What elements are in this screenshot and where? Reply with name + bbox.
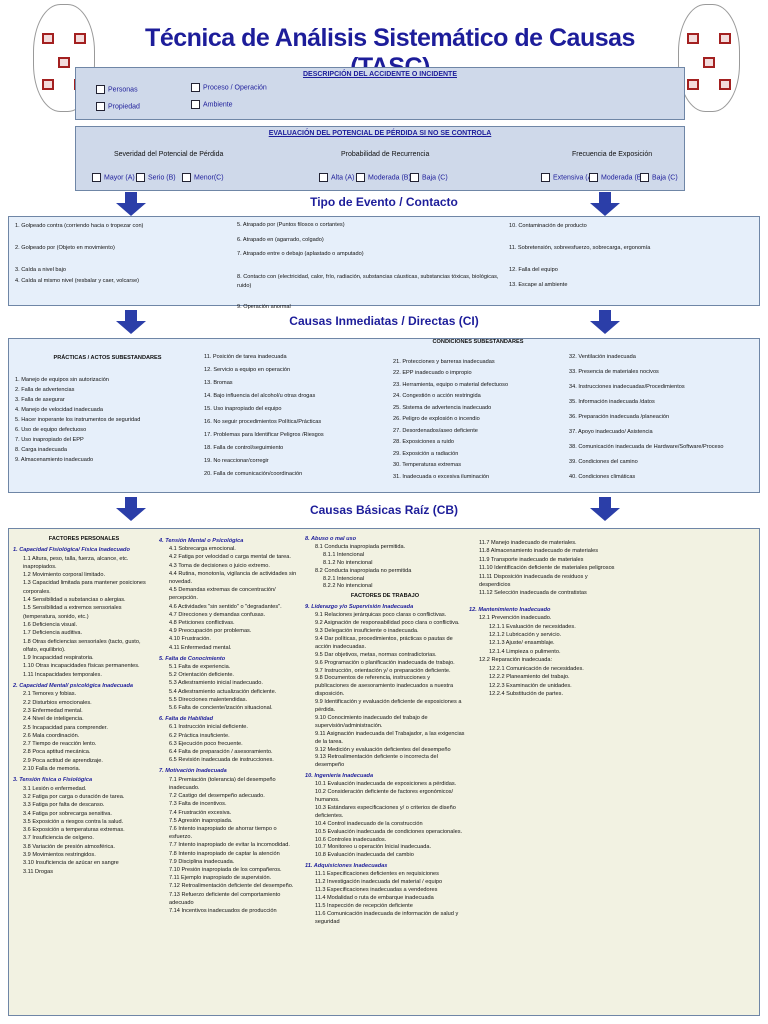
incident-description-panel: DESCRIPCIÓN DEL ACCIDENTE O INCIDENTE Pe… [75, 67, 685, 120]
ci-practices-column-2: 11. Posición de tarea inadecuada 12. Ser… [204, 354, 324, 477]
events-column-1: 1. Golpeado contra (corriendo hacia o tr… [15, 223, 144, 284]
checkbox-square-icon[interactable] [96, 102, 105, 111]
ci-practices-column: PRÁCTICAS / ACTOS SUBESTANDARES 1. Manej… [15, 355, 162, 463]
checkbox-alta[interactable]: Alta (A) [319, 173, 354, 182]
events-column-2: 5. Atrapado por (Puntos filosos o cortan… [237, 222, 499, 310]
down-arrow-icon [590, 192, 620, 216]
checkbox-square-icon[interactable] [356, 173, 365, 182]
immediate-causes-panel: PRÁCTICAS / ACTOS SUBESTANDARES 1. Manej… [8, 338, 760, 493]
checkbox-proceso[interactable]: Proceso / Operación [191, 83, 267, 92]
cb-column-3: 8. Abuso o mal uso 8.1 Conducta inapropi… [305, 536, 465, 925]
checkbox-square-icon[interactable] [410, 173, 419, 182]
basic-causes-panel: FACTORES PERSONALES 1. Capacidad Fisioló… [8, 528, 760, 1016]
down-arrow-icon [116, 497, 146, 521]
checkbox-square-icon[interactable] [191, 100, 200, 109]
section-event-type: Tipo de Evento / Contacto [310, 195, 458, 209]
checkbox-square-icon[interactable] [92, 173, 101, 182]
evaluation-title: EVALUACIÓN DEL POTENCIAL DE PÉRDIDA SI N… [268, 130, 492, 137]
checkbox-extensiva[interactable]: Extensiva (A) [541, 173, 595, 182]
checkbox-propiedad[interactable]: Propiedad [96, 102, 140, 111]
loss-potential-panel: EVALUACIÓN DEL POTENCIAL DE PÉRDIDA SI N… [75, 126, 685, 191]
checkbox-square-icon[interactable] [541, 173, 550, 182]
down-arrow-icon [590, 497, 620, 521]
checkbox-square-icon[interactable] [96, 85, 105, 94]
probability-label: Probabilidad de Recurrencia [341, 151, 430, 158]
down-arrow-icon [116, 310, 146, 334]
frequency-label: Frecuencia de Exposición [572, 151, 653, 158]
checkbox-baja-prob[interactable]: Baja (C) [410, 173, 448, 182]
checkbox-square-icon[interactable] [640, 173, 649, 182]
checkbox-personas[interactable]: Personas [96, 85, 138, 94]
tasc-logo-right [678, 4, 740, 112]
down-arrow-icon [590, 310, 620, 334]
checkbox-square-icon[interactable] [191, 83, 200, 92]
cb-column-4: 11.7 Manejo inadecuado de materiales. 11… [469, 540, 615, 697]
checkbox-moderada-freq[interactable]: Moderada (B) [589, 173, 644, 182]
ci-conditions-column-2: 32. Ventilación inadecuada 33. Presencia… [569, 354, 724, 480]
cb-column-2: 4. Tensión Mental o Psicológica 4.1 Sobr… [159, 538, 297, 914]
section-basic-causes: Causas Básicas Raíz (CB) [309, 503, 459, 517]
checkbox-baja-freq[interactable]: Baja (C) [640, 173, 678, 182]
checkbox-menor[interactable]: Menor(C) [182, 173, 224, 182]
checkbox-serio[interactable]: Serio (B) [136, 173, 176, 182]
checkbox-ambiente[interactable]: Ambiente [191, 100, 233, 109]
checkbox-square-icon[interactable] [182, 173, 191, 182]
section-immediate-causes: Causas Inmediatas / Directas (CI) [289, 314, 479, 328]
checkbox-moderada-prob[interactable]: Moderada (B) [356, 173, 411, 182]
event-type-panel: 1. Golpeado contra (corriendo hacia o tr… [8, 216, 760, 310]
events-column-3: 10. Contaminación de producto 11. Sobret… [509, 223, 651, 288]
severity-label: Severidad del Potencial de Pérdida [114, 151, 224, 158]
ci-conditions-column: CONDICIONES SUBESTANDARES 21. Proteccion… [393, 339, 524, 480]
checkbox-mayor[interactable]: Mayor (A) [92, 173, 135, 182]
checkbox-square-icon[interactable] [136, 173, 145, 182]
checkbox-square-icon[interactable] [589, 173, 598, 182]
cb-column-1: FACTORES PERSONALES 1. Capacidad Fisioló… [13, 536, 146, 875]
checkbox-square-icon[interactable] [319, 173, 328, 182]
down-arrow-icon [116, 192, 146, 216]
description-title: DESCRIPCIÓN DEL ACCIDENTE O INCIDENTE [302, 71, 457, 78]
